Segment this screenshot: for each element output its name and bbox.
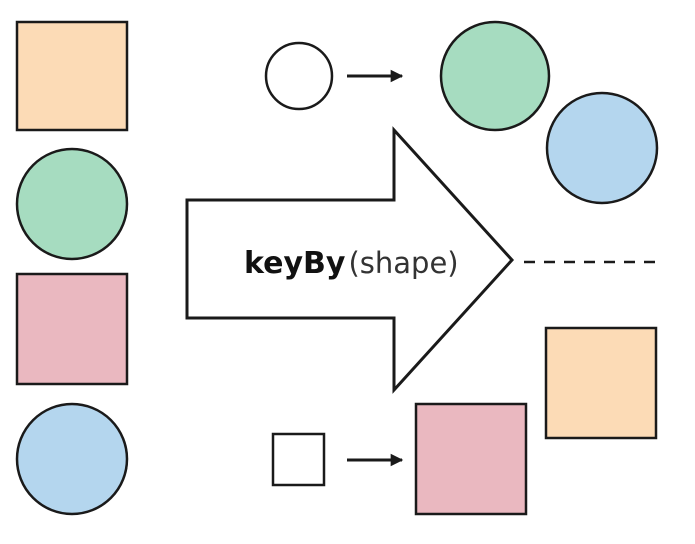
partition-green-circle <box>439 20 551 132</box>
input-stream <box>15 20 129 516</box>
function-argument: (shape) <box>348 246 458 280</box>
keyby-operator-arrow: keyBy(shape) <box>185 126 515 394</box>
partition-pink-square <box>414 402 528 516</box>
big-arrow-shape <box>185 126 515 394</box>
partition-blue-circle <box>545 91 659 205</box>
input-peach-square <box>15 20 129 132</box>
circle-key-icon <box>264 41 334 111</box>
partition-peach-square <box>544 326 658 440</box>
circle-partition <box>264 20 659 205</box>
operation-label: keyBy(shape) <box>244 246 459 281</box>
function-name: keyBy <box>244 246 346 281</box>
input-pink-square <box>15 272 129 386</box>
square-key-icon <box>271 432 326 487</box>
square-partition <box>271 326 658 516</box>
input-green-circle <box>15 147 129 261</box>
input-blue-circle <box>15 402 129 516</box>
